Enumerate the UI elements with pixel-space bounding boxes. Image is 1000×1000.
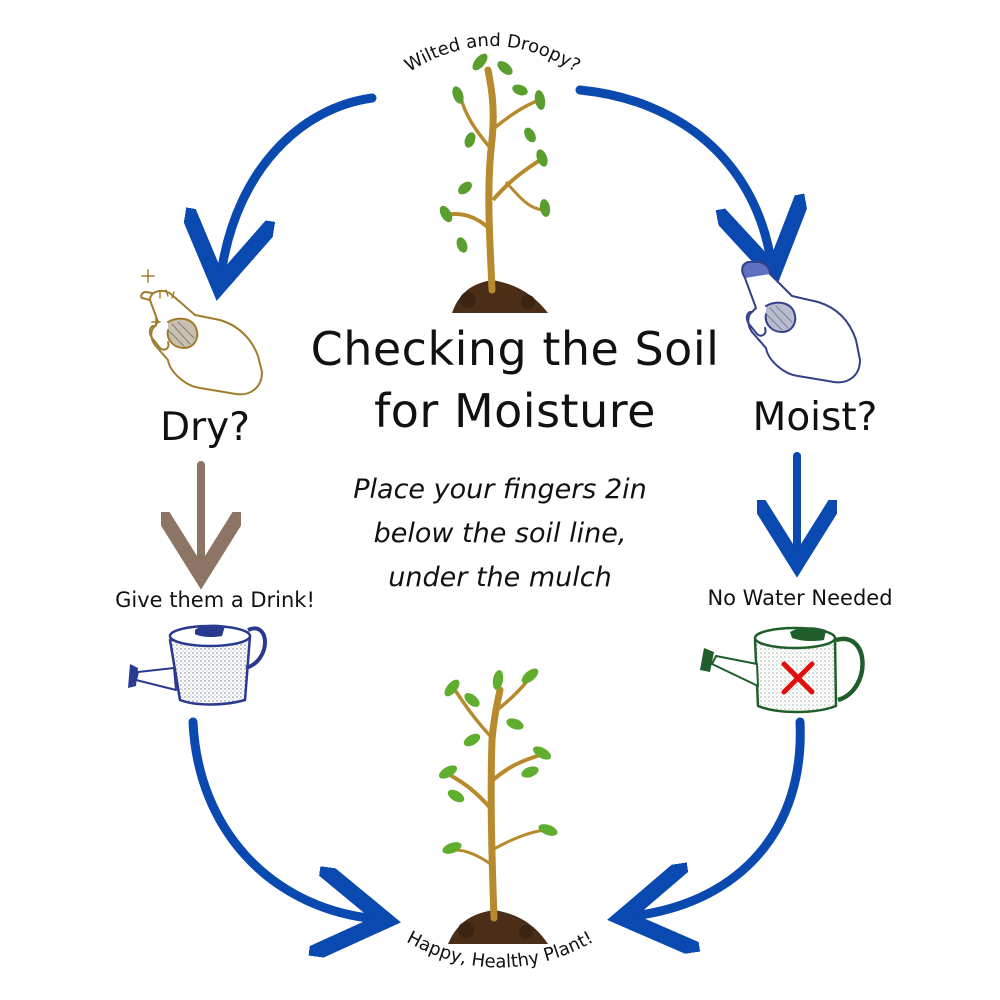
moist-finger-icon <box>741 261 861 384</box>
watering-can-icon <box>128 624 267 706</box>
watering-can-crossed-icon <box>700 626 865 714</box>
no-water-label: No Water Needed <box>707 586 893 610</box>
wilted-plant-icon <box>439 53 551 313</box>
instruction-line-1: Place your fingers 2in <box>353 474 647 505</box>
arrow-to-dry <box>222 93 377 268</box>
title-line-2: for Moisture <box>374 384 656 438</box>
instruction-line-3: under the mulch <box>388 562 612 593</box>
instruction-line-2: below the soil line, <box>373 518 627 549</box>
healthy-plant-icon <box>438 668 558 944</box>
give-drink-label: Give them a Drink! <box>115 588 315 612</box>
instructions: Place your fingers 2in below the soil li… <box>320 468 680 600</box>
moist-label: Moist? <box>752 395 878 440</box>
title-line-1: Checking the Soil <box>310 322 720 376</box>
no-water-mark-icon <box>781 661 815 695</box>
arrow-nowater-to-healthy <box>640 717 805 915</box>
arrow-drink-to-healthy <box>188 717 368 918</box>
wilted-caption: Wilted and Droopy? <box>401 30 584 77</box>
dry-label: Dry? <box>160 405 250 450</box>
arrow-to-moist <box>575 85 770 255</box>
dry-finger-icon <box>140 269 263 396</box>
diagram-title: Checking the Soil for Moisture <box>290 318 740 442</box>
